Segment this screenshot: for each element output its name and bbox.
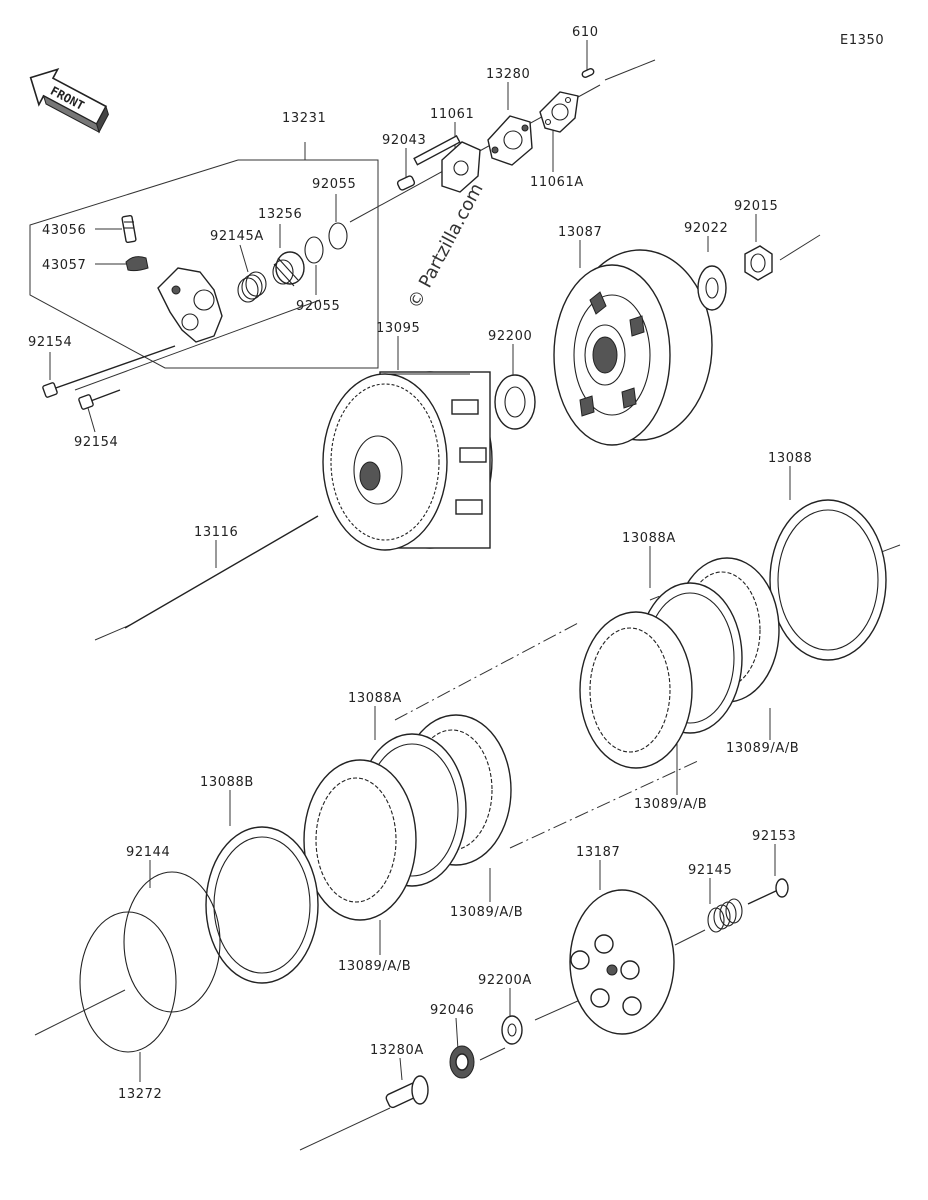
friction-plate-13088b [205,826,319,984]
label-92022: 92022 [684,221,728,236]
bearing-92046 [449,1045,475,1079]
label-13088b: 13088B [200,775,254,790]
lever-13280 [487,115,533,166]
bleeder-43056 [121,214,137,244]
pin-610 [581,68,595,78]
label-13095: 13095 [376,321,420,336]
label-92015: 92015 [734,199,778,214]
label-13187: 13187 [576,845,620,860]
friction-plate-13088 [769,499,887,661]
label-13089-a: 13089/A/B [726,741,799,756]
adjuster-13256 [272,251,305,287]
label-11061a: 11061A [530,175,584,190]
label-13087: 13087 [558,225,602,240]
label-92043: 92043 [382,133,426,148]
label-13089-d: 13089/A/B [338,959,411,974]
nut-92015 [744,245,773,281]
diagram-code: E1350 [840,33,884,48]
shaft-13231-rod [413,134,461,166]
label-92144: 92144 [126,845,170,860]
label-11061: 11061 [430,107,474,122]
label-13280: 13280 [486,67,530,82]
watermark: © Partzilla.com [404,180,488,313]
bolt-92154-b [78,389,121,410]
steel-plate-13089-b [579,611,693,769]
push-rod-13116 [124,515,319,629]
label-610: 610 [572,25,599,40]
oring-92055-a [328,222,348,250]
piece-13280a [385,1075,429,1109]
gasket-11061a [539,91,579,133]
washer-92200a [501,1015,523,1045]
label-13088a-upper: 13088A [622,531,676,546]
label-92055-a: 92055 [312,177,356,192]
label-92154-a: 92154 [28,335,72,350]
clutch-housing-13095 [322,371,493,551]
bolt-92153 [747,878,789,905]
spring-92145a [237,271,267,303]
cylinder-13231 [157,267,223,343]
label-13231: 13231 [282,111,326,126]
label-92046: 92046 [430,1003,474,1018]
label-43056: 43056 [42,223,86,238]
spacer-92200 [494,374,536,430]
clutch-hub-13087 [553,249,713,446]
label-92200: 92200 [488,329,532,344]
oring-92055-b [304,236,324,264]
label-92145a: 92145A [210,229,264,244]
label-13280a: 13280A [370,1043,424,1058]
gasket-11061 [441,141,481,193]
spring-92145 [707,898,743,933]
label-92200a: 92200A [478,973,532,988]
label-92154-b: 92154 [74,435,118,450]
label-43057: 43057 [42,258,86,273]
label-13089-c: 13089/A/B [450,905,523,920]
label-13256: 13256 [258,207,302,222]
label-13088: 13088 [768,451,812,466]
cap-43057 [125,256,149,272]
steel-plate-13089-d [303,759,417,921]
label-13089-b: 13089/A/B [634,797,707,812]
label-92055-b: 92055 [296,299,340,314]
label-13116: 13116 [194,525,238,540]
pressure-plate-13187 [569,889,675,1035]
ring-13272 [79,911,177,1053]
label-92153: 92153 [752,829,796,844]
ring-92144 [123,871,221,1013]
pin-92043 [396,175,416,191]
label-92145: 92145 [688,863,732,878]
label-13088a-lower: 13088A [348,691,402,706]
bolt-92154-a [42,345,176,398]
front-arrow-icon: FRONT [29,68,109,134]
washer-92022 [697,265,727,311]
label-13272: 13272 [118,1087,162,1102]
